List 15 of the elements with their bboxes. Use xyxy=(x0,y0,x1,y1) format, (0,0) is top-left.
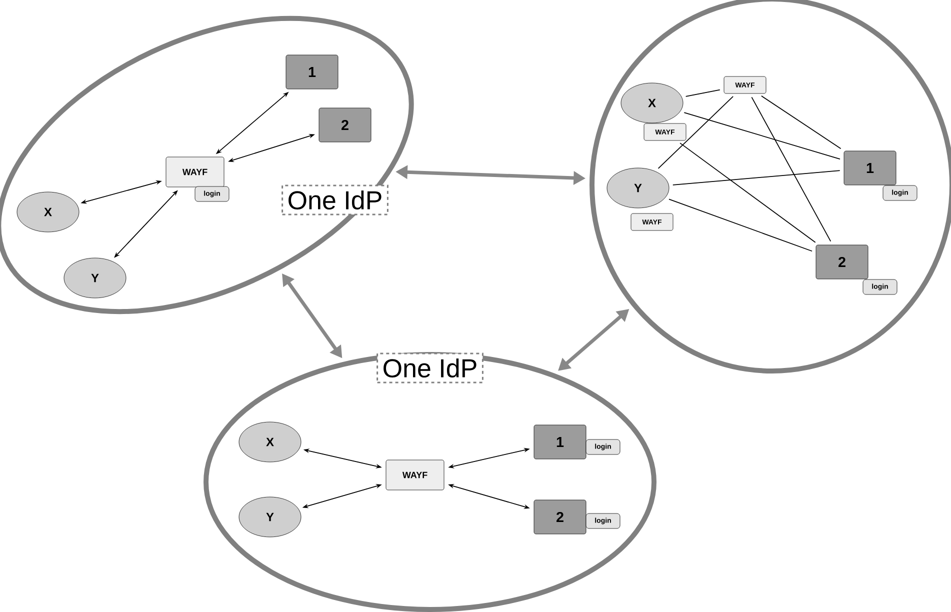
wayf-box: WAYF xyxy=(166,156,224,188)
entity-oval: Y xyxy=(238,496,302,538)
numbered-box: 1 xyxy=(844,150,896,186)
entity-oval: X xyxy=(238,422,302,462)
numbered-box: 2 xyxy=(534,500,586,534)
wayf-box: WAYF xyxy=(386,460,444,490)
numbered-box: 2 xyxy=(318,108,372,142)
entity-oval: Y xyxy=(606,168,670,208)
numbered-box: 1 xyxy=(534,424,586,460)
entity-oval: Y xyxy=(64,258,126,298)
entity-oval: X xyxy=(620,82,684,124)
entity-oval: X xyxy=(16,192,80,232)
group-ellipse xyxy=(204,352,656,612)
numbered-box: 2 xyxy=(816,244,868,280)
numbered-box: 1 xyxy=(286,54,338,90)
